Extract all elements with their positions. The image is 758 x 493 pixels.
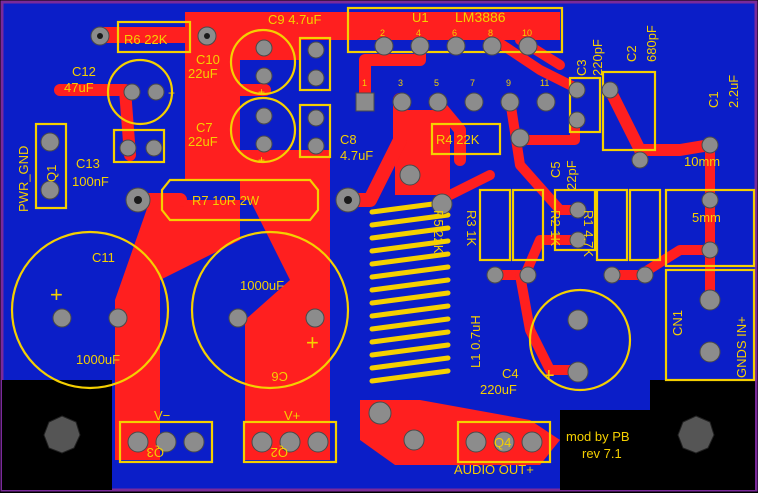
c12-polarity: + [168,86,175,100]
silkscreen-text: R6 22K C9 4.7uF U1 LM3886 2 4 6 8 10 1 3… [16,9,749,477]
label-credit: mod by PB [566,429,630,444]
label-q1: Q1 [44,165,59,182]
label-10mm: 10mm [684,154,720,169]
label-pwr-gnd: PWR_GND [16,146,31,212]
label-5mm: 5mm [692,210,721,225]
c4-polarity: + [543,365,555,387]
label-c10-name: C10 [196,52,220,67]
label-c9: C9 4.7uF [268,12,322,27]
pin-6: 6 [452,28,457,38]
label-c11-name: C11 [92,250,115,265]
label-c8-value: 4.7uF [340,148,373,163]
pin-2: 2 [380,28,385,38]
label-c1-name: C1 [706,91,721,108]
label-q2: Q2 [271,445,288,460]
label-revision: rev 7.1 [582,446,622,461]
label-gnds-in: GNDS IN+ [734,316,749,378]
label-c3-name: C3 [574,59,589,76]
label-c6-value: 1000uF [240,278,284,293]
label-audio-out: AUDIO OUT+ [454,462,534,477]
c11-polarity: + [50,282,63,307]
c10-polarity: + [258,85,265,99]
label-c12-name: C12 [72,64,96,79]
label-c7-value: 22uF [188,134,218,149]
label-c3-value: 220pF [590,39,605,76]
label-v-minus: V− [154,408,170,423]
label-r1: R1 4.7K [581,210,596,257]
pin-9: 9 [506,78,511,88]
label-l1: L1 0.7uH [468,315,483,368]
inductor-coil [369,199,451,384]
label-r6: R6 22K [124,32,168,47]
label-c10-value: 22uF [188,66,218,81]
pads [40,26,721,453]
pin-5: 5 [434,78,439,88]
label-u1-part: LM3886 [455,9,506,25]
label-r2: R2 1K [548,210,563,246]
pin-3: 3 [398,78,403,88]
label-c11-value: 1000uF [76,352,120,367]
label-c12-value: 47uF [64,80,94,95]
pin-11: 11 [540,78,549,88]
label-c5-name: C5 [548,161,563,178]
pin-10: 10 [522,28,532,38]
label-c4-value: 220uF [480,382,517,397]
label-c13-value: 100nF [72,174,109,189]
label-c7-name: C7 [196,120,213,135]
c6-polarity: + [306,330,319,355]
pin-4: 4 [416,28,421,38]
label-u1: U1 [412,10,429,25]
credit-zone [560,410,660,490]
silkscreen-outlines [10,6,756,464]
label-c8-name: C8 [340,132,357,147]
label-r7: R7 10R 2W [192,193,260,208]
label-c5-value: 22pF [564,160,579,190]
label-r3: R3 1K [464,210,479,246]
label-c1-value: 2.2uF [726,75,741,108]
label-q3: Q3 [147,445,164,460]
label-r4: R4 22K [436,132,480,147]
label-c2-value: 680pF [644,25,659,62]
label-v-plus: V+ [284,408,300,423]
label-c4-name: C4 [502,366,519,381]
pin-8: 8 [488,28,493,38]
c7-polarity: + [258,153,265,167]
label-c13-name: C13 [76,156,100,171]
pin-1: 1 [362,78,367,88]
label-q4: Q4 [494,435,511,450]
label-c6-name: C6 [271,369,288,384]
label-r5: R5 22K [431,210,446,254]
label-c2-name: C2 [624,45,639,62]
label-cn1: CN1 [670,310,685,336]
mounting-holes [43,415,715,454]
pin-7: 7 [470,78,475,88]
